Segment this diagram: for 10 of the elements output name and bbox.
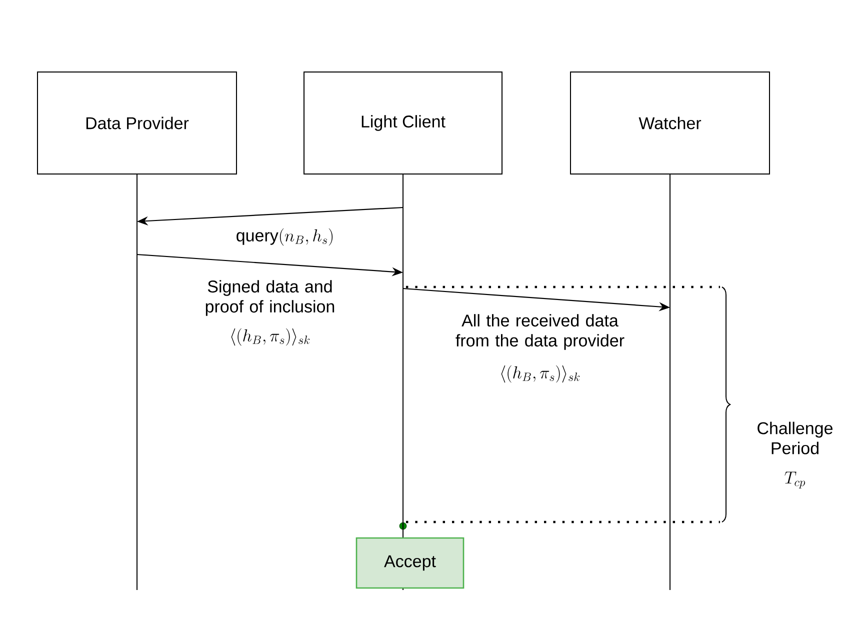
formula: $\langle (h_B, \pi_s)\rangle_{sk}$ [501, 365, 580, 383]
actor-box: Light Client [304, 72, 502, 174]
formula: $\langle (h_B, \pi_s)\rangle_{sk}$ [231, 328, 310, 346]
formula: $T_{cp}$ [784, 472, 806, 488]
actor-box: Data Provider [37, 72, 237, 174]
period-label: Challenge Period [758, 422, 833, 454]
edge-label: All the received data from the data provider [456, 314, 624, 350]
edge-label: $\text{query}(n_B, h_s)$ [236, 228, 333, 246]
edge-label: Signed data and proof of inclusion [206, 280, 334, 316]
actor-box: Watcher [570, 72, 770, 174]
